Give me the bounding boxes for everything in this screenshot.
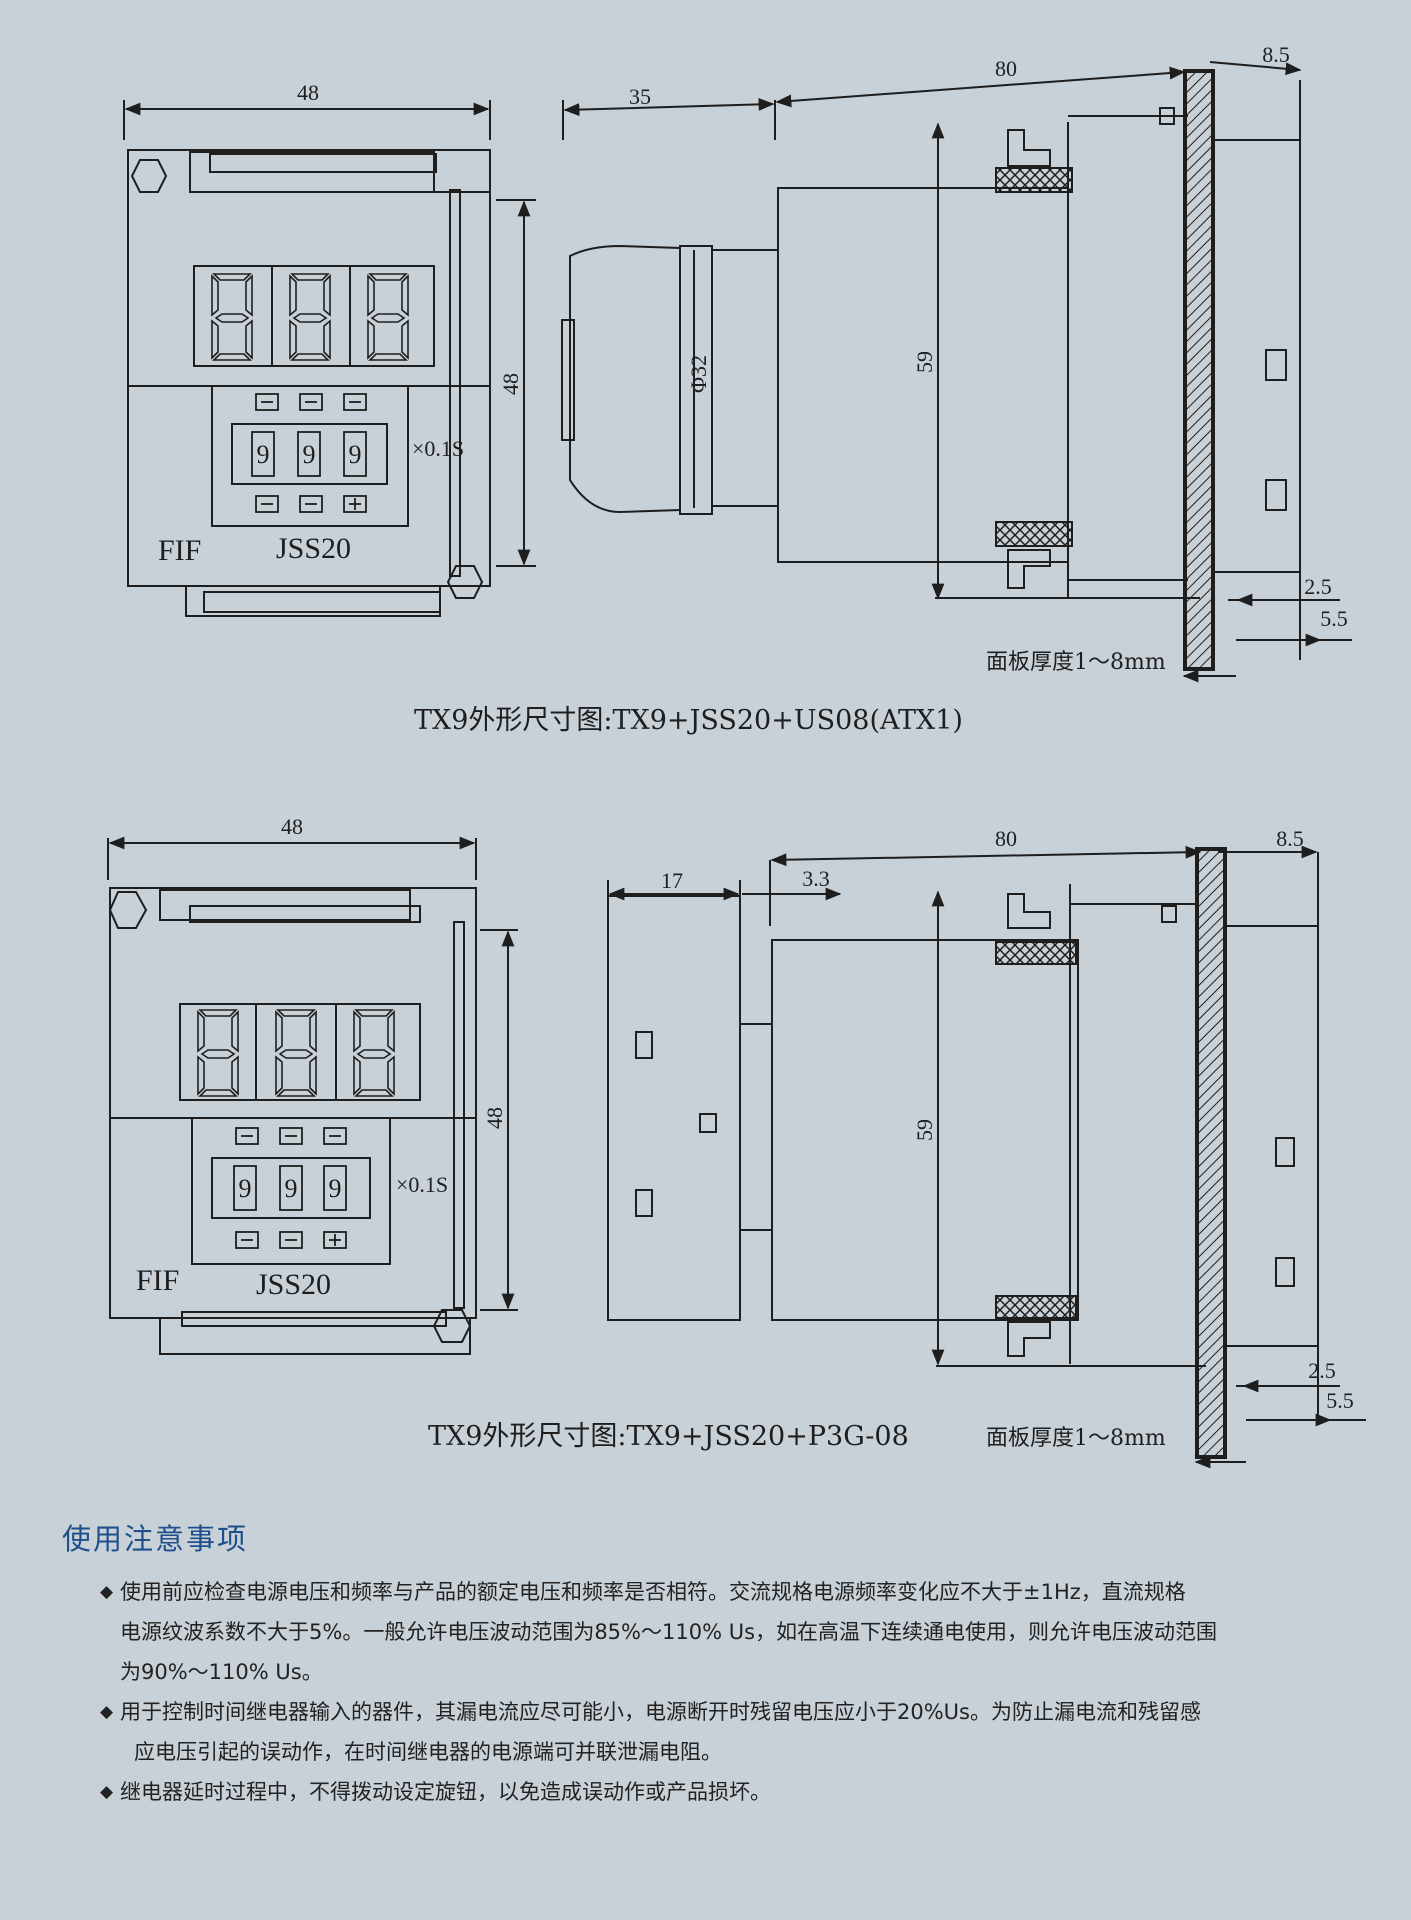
bottom-dim-17-label: 17 xyxy=(661,868,683,893)
bottom-dim-2-5-label: 2.5 xyxy=(1308,1358,1336,1383)
top-segment-display xyxy=(211,273,409,361)
bottom-dim-59-label: 59 xyxy=(912,1119,937,1141)
bottom-dim-3-3-label: 3.3 xyxy=(802,866,830,891)
bottom-unit-label: ×0.1S xyxy=(396,1172,448,1197)
top-dim-35-label: 35 xyxy=(629,84,651,109)
bottom-dim-80-label: 80 xyxy=(995,826,1017,851)
bottom-front-height-label: 48 xyxy=(482,1107,507,1129)
bottom-panel-thickness-note: 面板厚度1～8mm xyxy=(986,1426,1166,1451)
top-front-width-label: 48 xyxy=(297,80,319,105)
top-front-view xyxy=(123,100,536,617)
top-unit-label: ×0.1S xyxy=(412,436,464,461)
note-item-2: ◆ 用于控制时间继电器输入的器件，其漏电流应尽可能小，电源断开时残留电压应小于2… xyxy=(100,1692,1342,1772)
note-item-1: ◆ 使用前应检查电源电压和频率与产品的额定电压和频率是否相符。交流规格电源频率变… xyxy=(100,1572,1342,1692)
bottom-button-panel xyxy=(233,1127,347,1249)
bottom-front-width-label: 48 xyxy=(281,814,303,839)
top-dim-5-5-label: 5.5 xyxy=(1320,606,1348,631)
top-dim-8-5-label: 8.5 xyxy=(1262,42,1290,67)
bottom-side-view xyxy=(607,845,1366,1469)
bottom-brand-label: FIF xyxy=(136,1264,179,1297)
top-panel-thickness-note: 面板厚度1～8mm xyxy=(986,650,1166,675)
bottom-digit-2: 9 xyxy=(285,1174,298,1203)
top-button-panel xyxy=(251,393,367,513)
diamond-bullet-icon: ◆ xyxy=(100,1782,114,1802)
top-caption: TX9外形尺寸图:TX9+JSS20+US08(ATX1) xyxy=(414,705,963,736)
bottom-model-label: JSS20 xyxy=(256,1268,331,1301)
bottom-caption: TX9外形尺寸图:TX9+JSS20+P3G-08 xyxy=(428,1421,909,1452)
bottom-segment-display xyxy=(197,1009,395,1097)
bottom-digit-1: 9 xyxy=(239,1174,252,1203)
bottom-front-view xyxy=(107,836,518,1355)
usage-notes-title: 使用注意事项 xyxy=(62,1522,249,1556)
note-3-line-1: 继电器延时过程中，不得拨动设定旋钮，以免造成误动作或产品损坏。 xyxy=(120,1780,771,1804)
note-1-line-2: 电源纹波系数不大于5%。一般允许电压波动范围为85%～110% Us，如在高温下… xyxy=(120,1620,1218,1644)
usage-notes: ◆ 使用前应检查电源电压和频率与产品的额定电压和频率是否相符。交流规格电源频率变… xyxy=(100,1572,1342,1812)
bottom-digit-3: 9 xyxy=(329,1174,342,1203)
note-item-3: ◆ 继电器延时过程中，不得拨动设定旋钮，以免造成误动作或产品损坏。 xyxy=(100,1772,1342,1812)
note-1-line-3: 为90%～110% Us。 xyxy=(120,1660,323,1684)
top-dim-80-label: 80 xyxy=(995,56,1017,81)
note-1-line-1: 使用前应检查电源电压和频率与产品的额定电压和频率是否相符。交流规格电源频率变化应… xyxy=(120,1580,1186,1604)
diamond-bullet-icon: ◆ xyxy=(100,1582,114,1602)
top-side-view xyxy=(561,61,1352,683)
bottom-dim-8-5-label: 8.5 xyxy=(1276,826,1304,851)
top-brand-label: FIF xyxy=(158,534,201,567)
note-2-line-1: 用于控制时间继电器输入的器件，其漏电流应尽可能小，电源断开时残留电压应小于20%… xyxy=(120,1700,1201,1724)
top-digit-3: 9 xyxy=(349,440,362,469)
top-dim-59-label: 59 xyxy=(912,351,937,373)
top-digit-1: 9 xyxy=(257,440,270,469)
top-model-label: JSS20 xyxy=(276,532,351,565)
top-digit-2: 9 xyxy=(303,440,316,469)
top-front-height-label: 48 xyxy=(498,373,523,395)
top-dim-2-5-label: 2.5 xyxy=(1304,574,1332,599)
note-2-line-2: 应电压引起的误动作，在时间继电器的电源端可并联泄漏电阻。 xyxy=(134,1740,722,1764)
top-phi-label: Φ32 xyxy=(686,355,711,393)
diamond-bullet-icon: ◆ xyxy=(100,1702,114,1722)
bottom-dim-5-5-label: 5.5 xyxy=(1326,1388,1354,1413)
